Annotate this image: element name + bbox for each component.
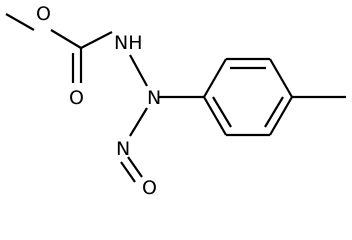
ring-inner-bond-c xyxy=(212,96,232,128)
atom-label-nitroso-n: N xyxy=(116,138,130,160)
bonds xyxy=(5,13,346,183)
bond-nitroso-n-o-2 xyxy=(120,161,136,183)
atom-label-carbonyl-o: O xyxy=(69,87,84,109)
ring-bond-4 xyxy=(269,96,293,136)
bond-nitroso-n-o-1 xyxy=(127,156,143,178)
atom-label-n: N xyxy=(147,87,161,109)
ring-inner-bond-b xyxy=(264,96,284,128)
bond-ester-o-carbonyl-c xyxy=(50,29,82,49)
ring-bond-6 xyxy=(203,96,227,136)
chemical-structure: O O NH N N O xyxy=(5,3,346,199)
bond-carbonyl-c-nh xyxy=(80,31,113,49)
atom-label-nh: NH xyxy=(114,32,143,54)
atom-labels: O O NH N N O xyxy=(36,3,161,199)
atom-label-nitroso-o: O xyxy=(142,177,157,199)
bond-n-nitroso-n xyxy=(129,107,148,137)
bond-nh-n xyxy=(129,54,148,87)
ring-bond-1 xyxy=(203,58,227,98)
atom-label-ester-o: O xyxy=(36,3,51,25)
bond-methyl-ester-o xyxy=(5,13,35,31)
ring-bond-3 xyxy=(269,58,293,98)
